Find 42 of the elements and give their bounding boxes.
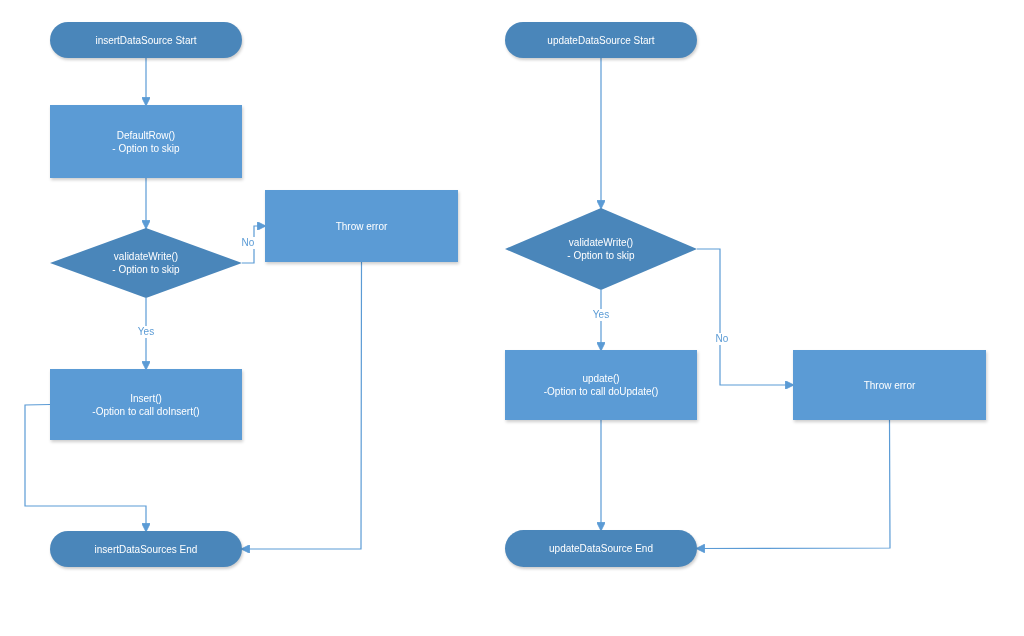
- process-box: [793, 350, 986, 420]
- node-text: Insert(): [130, 391, 162, 405]
- process-box: [505, 350, 697, 420]
- node-text: -Option to call doInsert(): [92, 404, 200, 418]
- arrow: [141, 177, 151, 230]
- node-text: - Option to skip: [112, 141, 180, 155]
- edge-label: Yes: [591, 309, 611, 321]
- arrow: [240, 261, 363, 554]
- node-text: updateDataSource Start: [547, 33, 655, 47]
- node-text: DefaultRow(): [116, 128, 176, 142]
- node-text: Throw error: [863, 378, 916, 392]
- edge-label: Yes: [136, 326, 156, 338]
- node-text: - Option to skip: [112, 263, 180, 276]
- node-text: - Option to skip: [567, 249, 635, 262]
- arrow: [141, 57, 151, 107]
- arrow: [695, 419, 891, 554]
- decision-diamond: [505, 208, 697, 290]
- node-text: validateWrite(): [568, 236, 634, 249]
- node-text: Throw error: [335, 219, 388, 233]
- terminator-pill: [505, 530, 697, 567]
- node-text: validateWrite(): [113, 250, 179, 263]
- node-text: update(): [582, 372, 620, 385]
- arrow: [696, 248, 795, 390]
- arrow: [24, 403, 151, 533]
- decision-diamond: [50, 228, 242, 298]
- edge-label: No: [240, 237, 256, 249]
- arrow: [596, 419, 606, 532]
- arrow: [141, 297, 151, 371]
- terminator-pill: [505, 22, 697, 58]
- node-text: -Option to call doUpdate(): [543, 385, 659, 398]
- process-box: [265, 190, 458, 262]
- node-text: updateDataSource End: [549, 542, 653, 555]
- node-text: insertDataSources End: [94, 542, 198, 556]
- process-box: [50, 369, 242, 440]
- arrow: [596, 57, 606, 210]
- arrow: [241, 221, 267, 264]
- terminator-pill: [50, 22, 242, 58]
- node-text: insertDataSource Start: [95, 33, 197, 47]
- edge-label: No: [714, 333, 730, 345]
- terminator-pill: [50, 531, 242, 567]
- arrow: [596, 289, 606, 352]
- process-box: [50, 105, 242, 178]
